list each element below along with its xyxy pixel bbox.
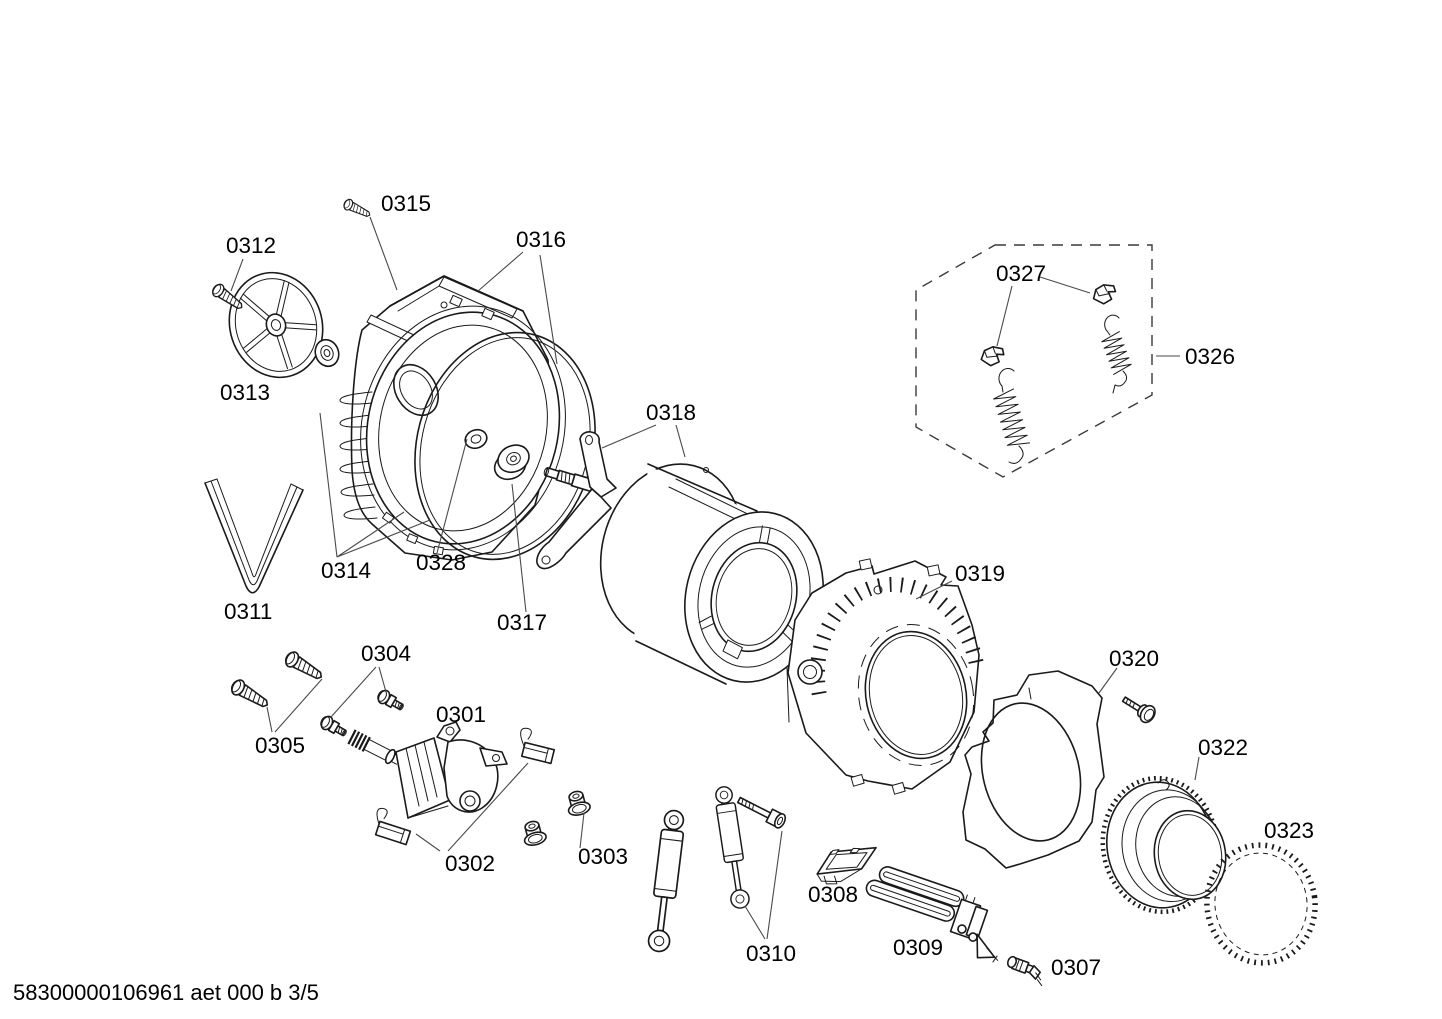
front-tub-half bbox=[786, 558, 985, 795]
counterweight-screw bbox=[1121, 696, 1156, 724]
part-labels: 0315 0312 0316 0313 0318 0327 0326 0319 … bbox=[220, 191, 1314, 980]
counterweight bbox=[962, 670, 1105, 869]
bolt-0304-b bbox=[374, 687, 407, 715]
part-label-0314: 0314 bbox=[321, 558, 371, 583]
part-label-0316: 0316 bbox=[516, 227, 566, 252]
part-label-0302: 0302 bbox=[445, 851, 495, 876]
part-label-0308: 0308 bbox=[808, 882, 858, 907]
part-label-0312: 0312 bbox=[226, 233, 276, 258]
pulley-washer bbox=[314, 338, 340, 368]
sensor-bolt-0307 bbox=[1006, 955, 1043, 987]
spring-clip-right bbox=[1089, 281, 1119, 308]
part-label-0305: 0305 bbox=[255, 733, 305, 758]
carbon-brush-right bbox=[520, 727, 556, 765]
part-label-0303: 0303 bbox=[578, 844, 628, 869]
part-label-0323: 0323 bbox=[1264, 818, 1314, 843]
drive-pulley bbox=[228, 271, 324, 379]
bellows-clamp-ring bbox=[1204, 842, 1318, 966]
screw-0305-b bbox=[281, 648, 327, 685]
bushing-lower bbox=[519, 818, 549, 849]
document-code: 58300000106961 aet 000 b 3/5 bbox=[13, 980, 319, 1005]
part-label-0315: 0315 bbox=[381, 191, 431, 216]
part-label-0311: 0311 bbox=[224, 599, 272, 624]
carbon-brush-left bbox=[374, 807, 412, 846]
part-label-0328: 0328 bbox=[416, 550, 466, 575]
mounting-bracket bbox=[816, 846, 877, 885]
suspension-spring-left bbox=[993, 367, 1030, 464]
part-label-0322: 0322 bbox=[1198, 735, 1248, 760]
drum-spider-shaft bbox=[536, 431, 617, 570]
screw-0305-a bbox=[227, 676, 273, 713]
suspension-spring-right bbox=[1101, 314, 1132, 394]
spring-clip-left bbox=[978, 344, 1007, 369]
part-label-0301: 0301 bbox=[436, 702, 486, 727]
bearing-0317 bbox=[493, 444, 530, 481]
screw-0315 bbox=[341, 197, 373, 221]
part-label-0326: 0326 bbox=[1185, 344, 1235, 369]
motor-assembly bbox=[347, 721, 508, 819]
part-label-0320: 0320 bbox=[1109, 646, 1159, 671]
heating-element bbox=[865, 866, 999, 963]
part-label-0313: 0313 bbox=[220, 380, 270, 405]
part-label-0318: 0318 bbox=[646, 400, 696, 425]
door-bellows bbox=[1100, 775, 1227, 915]
rear-tub-half bbox=[339, 275, 566, 561]
bolt-0304-a bbox=[317, 713, 350, 741]
part-label-0304: 0304 bbox=[361, 641, 411, 666]
shock-bolt bbox=[736, 796, 787, 829]
part-label-0309: 0309 bbox=[893, 935, 943, 960]
shock-absorber-left bbox=[646, 808, 687, 954]
part-label-0307: 0307 bbox=[1051, 955, 1101, 980]
part-label-0319: 0319 bbox=[955, 561, 1005, 586]
part-label-0310: 0310 bbox=[746, 941, 796, 966]
part-label-0317: 0317 bbox=[497, 610, 547, 635]
spring-kit-box bbox=[915, 244, 1153, 478]
v-belt bbox=[204, 478, 304, 594]
bushing-upper bbox=[563, 788, 593, 819]
drum bbox=[599, 463, 824, 685]
part-label-0327: 0327 bbox=[996, 261, 1046, 286]
leader-lines bbox=[230, 216, 1200, 940]
